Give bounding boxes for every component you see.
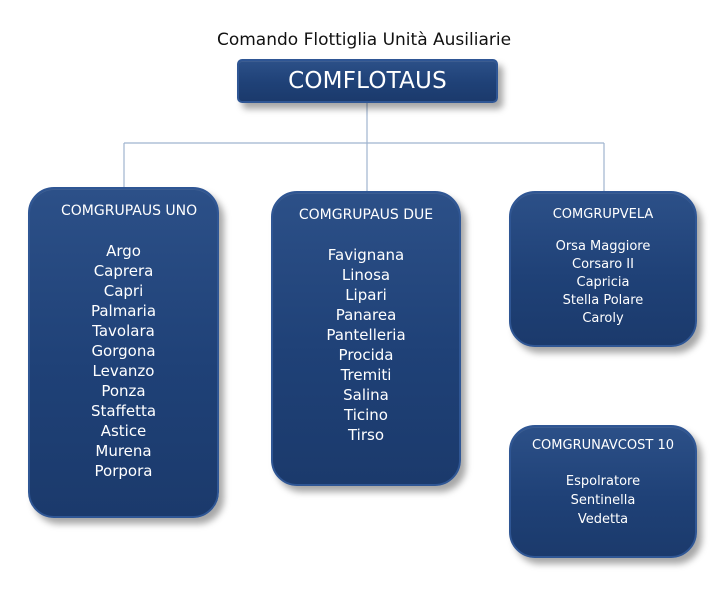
unit-item: Murena [95,442,152,460]
unit-item: Caprera [93,262,154,280]
unit-item: Tirso [347,426,385,444]
diagram-title: Comando Flottiglia Unità Ausiliarie [216,30,512,50]
group-node-comgrupaus-uno: COMGRUPAUS UNO Argo Caprera Capri Palmar… [28,187,219,518]
unit-list: Argo Caprera Capri Palmaria Tavolara Gor… [30,241,217,481]
unit-item: Procida [338,346,394,364]
unit-item: Salina [343,386,389,404]
unit-list: Espolratore Sentinella Vedetta [511,472,695,529]
unit-item: Vedetta [577,512,629,527]
root-node-label: COMFLOTAUS [288,68,447,94]
unit-item: Capri [103,282,144,300]
unit-item: Capricia [576,275,630,290]
group-heading: COMGRUNAVCOST 10 [531,438,674,453]
unit-item: Pantelleria [326,326,406,344]
unit-item: Porpora [94,462,153,480]
unit-item: Lipari [345,286,387,304]
unit-item: Staffetta [90,402,157,420]
unit-item: Favignana [327,246,405,264]
unit-item: Panarea [335,306,397,324]
unit-item: Tremiti [340,366,392,384]
unit-item: Tavolara [92,322,155,340]
group-node-comgrupaus-due: COMGRUPAUS DUE Favignana Linosa Lipari P… [271,191,461,486]
unit-item: Gorgona [91,342,156,360]
unit-list: Orsa Maggiore Corsaro II Capricia Stella… [511,238,695,328]
unit-item: Argo [106,242,141,260]
unit-item: Caroly [582,311,624,326]
unit-item: Sentinella [570,493,636,508]
group-node-comgrunavcost-10: COMGRUNAVCOST 10 Espolratore Sentinella … [509,425,697,558]
unit-item: Ponza [101,382,146,400]
group-heading: COMGRUPVELA [552,207,654,222]
unit-item: Linosa [341,266,391,284]
root-node-comflotaus: COMFLOTAUS [237,59,498,103]
unit-item: Stella Polare [562,293,644,308]
unit-list: Favignana Linosa Lipari Panarea Pantelle… [273,245,459,445]
unit-item: Corsaro II [572,257,634,272]
unit-item: Astice [100,422,147,440]
unit-item: Palmaria [90,302,157,320]
unit-item: Orsa Maggiore [555,239,651,254]
group-node-comgrupvela: COMGRUPVELA Orsa Maggiore Corsaro II Cap… [509,191,697,347]
group-heading: COMGRUPAUS DUE [298,207,434,223]
group-heading: COMGRUPAUS UNO [61,203,198,219]
unit-item: Espolratore [565,474,641,489]
unit-item: Ticino [344,406,388,424]
unit-item: Levanzo [92,362,155,380]
